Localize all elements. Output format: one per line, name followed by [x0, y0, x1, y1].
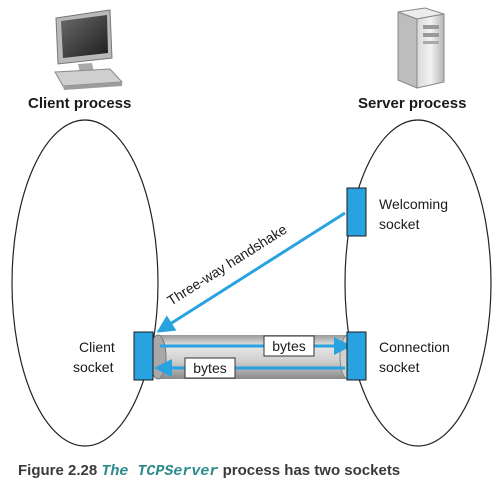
tcp-connection-pipe — [149, 334, 357, 380]
client-process-title: Client process — [28, 95, 131, 112]
welcoming-socket-label-1: Welcoming — [379, 196, 448, 212]
client-process-ellipse — [11, 119, 159, 447]
caption-suffix: process has two sockets — [222, 462, 401, 479]
welcoming-socket — [346, 187, 367, 237]
server-process-ellipse — [344, 119, 492, 447]
handshake-arrow — [156, 211, 346, 333]
caption-prefix: Figure 2.28 — [18, 462, 98, 479]
figure-caption: Figure 2.28 The TCPServer process has tw… — [18, 462, 400, 480]
server-tower-icon — [397, 7, 445, 89]
bytes-bottom-label: bytes — [193, 360, 226, 376]
desktop-computer-icon — [54, 9, 124, 90]
connection-socket — [346, 331, 367, 381]
client-socket-label-2: socket — [73, 359, 114, 375]
server-process-title: Server process — [358, 95, 466, 112]
client-socket-label-1: Client — [79, 339, 115, 355]
welcoming-socket-label-2: socket — [379, 216, 420, 232]
connection-socket-label-2: socket — [379, 359, 420, 375]
connection-socket-label-1: Connection — [379, 339, 450, 355]
client-socket — [133, 331, 154, 381]
bytes-top-box — [263, 335, 315, 357]
caption-code: The TCPServer — [101, 463, 219, 480]
bytes-bottom-box — [184, 357, 236, 379]
handshake-label: Three-way handshake — [164, 221, 290, 309]
bytes-top-label: bytes — [272, 338, 305, 354]
